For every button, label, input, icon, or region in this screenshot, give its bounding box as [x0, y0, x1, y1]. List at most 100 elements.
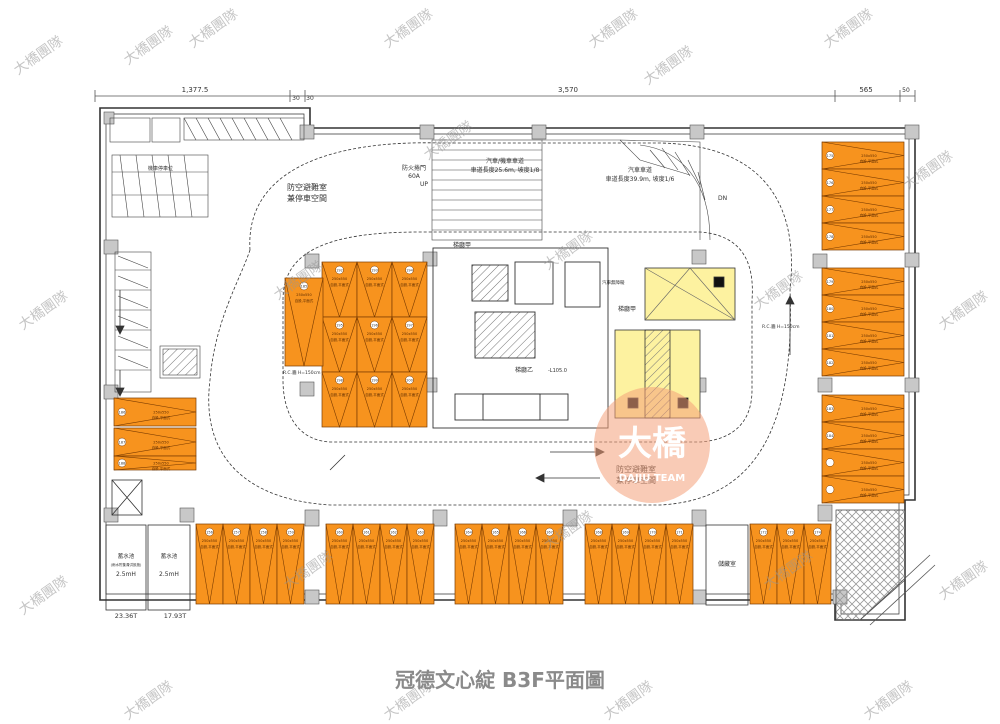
- storage-label: 儲藏室: [718, 560, 736, 568]
- parking-stall-id: 167: [546, 531, 553, 535]
- parking-stall-type: 自設,平面式: [152, 415, 171, 420]
- svg-text:(雨水貯集滯洪設施): (雨水貯集滯洪設施): [111, 562, 142, 567]
- parking-stall-id: 199: [371, 379, 378, 383]
- parking-stall-type: 自設,平面式: [152, 445, 171, 450]
- parking-stall-type: 自設,平面式: [281, 544, 300, 549]
- hatched-corner: [835, 509, 906, 621]
- parking-stall-id: 181: [827, 334, 834, 338]
- traffic-arrows: [115, 290, 795, 483]
- parking-stall-size: 250x550: [332, 277, 347, 281]
- parking-stall-id: 194: [406, 269, 413, 273]
- parking-stall-size: 250x550: [461, 539, 476, 543]
- parking-stall-size: 250x550: [296, 293, 311, 297]
- parking-stall-id: 185: [301, 285, 308, 289]
- parking-stall-type: 自設,平面式: [400, 337, 419, 342]
- parking-stall-type: 自設,平面式: [860, 366, 879, 371]
- parking-stall-size: 250x550: [542, 539, 557, 543]
- central-core: [432, 247, 609, 429]
- level-label: -L105.0: [548, 368, 567, 374]
- parking-stall-size: 250x550: [618, 539, 633, 543]
- parking-stall-id: 197: [406, 324, 413, 328]
- parking-stall-type: 自設,平面式: [330, 337, 349, 342]
- ramp-stairs: [431, 139, 711, 241]
- parking-stall-id: 170: [649, 531, 656, 535]
- parking-stall-type: 自設,平面式: [486, 544, 505, 549]
- shelter-left-label: 防空避難室 兼停車空間: [287, 182, 327, 203]
- parking-stall-size: 250x550: [153, 441, 168, 445]
- water-vol-2: 17.93T: [164, 612, 187, 620]
- plan-caption: 冠德文心綻 B3F平面圖: [395, 668, 605, 692]
- parking-stall-size: 250x550: [591, 539, 606, 543]
- parking-stall-id: 169: [622, 531, 629, 535]
- parking-stall-size: 250x550: [283, 539, 298, 543]
- top-dimension: [94, 90, 916, 102]
- parking-stall-id: 177: [827, 208, 834, 212]
- svg-text:汽車/機車車道: 汽車/機車車道: [486, 157, 524, 165]
- parking-stall-type: 自設,平面式: [860, 285, 879, 290]
- parking-stall-type: 自設,平面式: [254, 544, 273, 549]
- water-tanks: [105, 479, 191, 611]
- dim-small-c: 50: [902, 87, 910, 94]
- parking-stall-size: 250x550: [861, 488, 876, 492]
- parking-stall-id: 188: [119, 462, 126, 466]
- parking-stall-id: 195: [336, 324, 343, 328]
- parking-stall-id: 183: [827, 407, 834, 411]
- parking-stall-id: 198: [336, 379, 343, 383]
- fire-door-label: 防火捲門 60A: [402, 164, 426, 180]
- parking-stall-type: 自設,平面式: [860, 213, 879, 218]
- parking-stall-size: 250x550: [861, 434, 876, 438]
- svg-text:蓄水池: 蓄水池: [118, 552, 135, 560]
- parking-stall-type: 自設,平面式: [860, 159, 879, 164]
- svg-text:2.5mH: 2.5mH: [116, 571, 136, 578]
- parking-stall-size: 250x550: [861, 407, 876, 411]
- parking-stall-id: 166: [519, 531, 526, 535]
- parking-stall-size: 250x550: [367, 332, 382, 336]
- ramp-2-label: 汽車車道 車道長度39.9m, 坡度1/6: [606, 166, 675, 183]
- parking-stall-type: 自設,平面式: [330, 282, 349, 287]
- parking-stall-size: 250x550: [153, 462, 168, 466]
- parking-stall-size: 250x550: [229, 539, 244, 543]
- parking-stall-size: 250x550: [861, 235, 876, 239]
- parking-stall-type: 自設,平面式: [411, 544, 430, 549]
- dim-mid: 3,570: [558, 86, 578, 94]
- parking-stall-size: 250x550: [256, 539, 271, 543]
- accessible-spots: [614, 267, 736, 419]
- parking-stall-size: 250x550: [861, 154, 876, 158]
- water-tank-1-label: 蓄水池 (雨水貯集滯洪設施) 2.5mH: [111, 552, 142, 578]
- parking-stall-type: 自設,平面式: [860, 466, 879, 471]
- parking-stall-type: 自設,平面式: [400, 282, 419, 287]
- parking-stall-id: 182: [827, 361, 834, 365]
- parking-stall-size: 250x550: [153, 411, 168, 415]
- water-vol-1: 23.36T: [115, 612, 138, 620]
- parking-stall-size: 250x550: [402, 387, 417, 391]
- parking-stall-id: 178: [827, 235, 834, 239]
- parking-stall-id: 193: [371, 269, 378, 273]
- svg-text:60A: 60A: [408, 173, 421, 180]
- parking-stall-size: 250x550: [861, 181, 876, 185]
- parking-stall-type: 自設,平面式: [365, 282, 384, 287]
- parking-stall-size: 250x550: [645, 539, 660, 543]
- parking-stall-id: 176: [827, 181, 834, 185]
- parking-stall-type: 自設,平面式: [808, 544, 827, 549]
- parking-stall-size: 250x550: [367, 387, 382, 391]
- parking-stall-size: 250x550: [332, 387, 347, 391]
- motorcycle-label: 機車停車位: [148, 165, 173, 172]
